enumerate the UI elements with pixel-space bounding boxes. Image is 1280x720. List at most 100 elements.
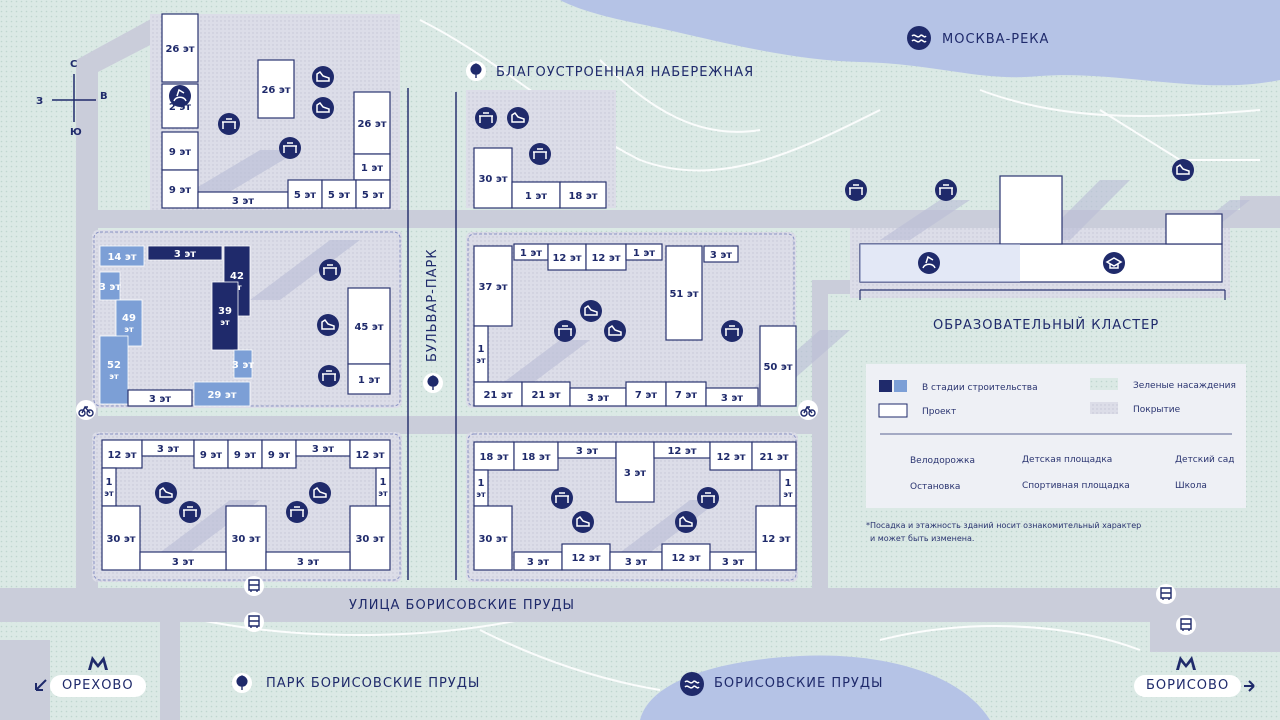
building-shape: [585, 243, 627, 271]
building-floors: 3 эт: [312, 444, 334, 455]
building-floors: 18 эт: [568, 191, 597, 202]
bike-icon: [76, 400, 96, 420]
sport-icon: [675, 511, 697, 533]
building: 3 эт: [141, 439, 195, 457]
street-label: УЛИЦА БОРИСОВСКИЕ ПРУДЫ: [349, 598, 575, 613]
building-floors: 3 эт: [576, 446, 598, 457]
building: 21 эт: [751, 441, 797, 471]
building: 26 эт: [161, 13, 199, 83]
legend-project-swatch: [878, 403, 908, 418]
building-floors: 26 эт: [357, 119, 386, 130]
building-floors: 12 эт: [671, 553, 700, 564]
building: 3 эт: [197, 191, 289, 209]
building: 5 эт: [321, 179, 357, 209]
metro-orekhovo[interactable]: ОРЕХОВО: [50, 675, 146, 697]
playground-icon: [318, 365, 340, 387]
sport-icon: [312, 66, 334, 88]
building-floors: 30 эт: [478, 534, 507, 545]
building-shape: [99, 335, 129, 405]
building-shape: [709, 551, 757, 571]
building-floors: 12 эт: [761, 534, 790, 545]
building: 3 эт: [147, 245, 223, 261]
pond-icon: [680, 672, 704, 696]
metro-icon-right: [1176, 656, 1196, 670]
legend-school: Школа: [1175, 481, 1207, 491]
bike-icon: [798, 400, 818, 420]
building: 30 эт: [473, 505, 513, 571]
building-shape: [233, 349, 253, 379]
building-shape: [559, 181, 607, 209]
building-floors: 30 эт: [106, 534, 135, 545]
building-floors: 3 эт: [99, 282, 121, 293]
building: 9 эт: [261, 439, 297, 469]
building: 9 эт: [227, 439, 263, 469]
legend-kindergarten: Детский сад: [1175, 455, 1234, 465]
building-shape: [225, 505, 267, 571]
building-shape: [705, 387, 759, 407]
building-shape: [355, 179, 391, 209]
building: 18 эт: [559, 181, 607, 209]
building-shape: [547, 243, 587, 271]
building-floors: 26 эт: [261, 85, 290, 96]
building-floors: 12 эт: [552, 253, 581, 264]
building: 26 эт: [353, 91, 391, 155]
building-floors: 30 эт: [478, 174, 507, 185]
building: 12 эт: [755, 505, 797, 571]
building: 18 эт: [473, 441, 515, 471]
building: 1 эт: [513, 243, 549, 261]
building-shape: [349, 505, 391, 571]
building-floors: 3 эт: [710, 250, 732, 261]
building: 12 эт: [561, 543, 611, 571]
building-shape: [161, 169, 199, 209]
sport-icon: [1172, 159, 1194, 181]
building-floors: 9 эт: [169, 185, 191, 196]
building-shape: [265, 551, 351, 571]
sport-icon: [580, 300, 602, 322]
playground-icon: [721, 320, 743, 342]
building: 5 эт: [355, 179, 391, 209]
building: 51 эт: [665, 245, 703, 341]
icons-layer: [76, 26, 1196, 696]
building-shape: [99, 271, 121, 301]
building-floors: 5 эт: [294, 190, 316, 201]
building-floors: 3 эт: [625, 557, 647, 568]
building: 50 эт: [759, 325, 797, 407]
legend-dark-swatch: [879, 380, 892, 392]
note-line1: *Посадка и этажность зданий носит ознако…: [866, 521, 1141, 530]
playground-icon: [697, 487, 719, 509]
legend-bus: Остановка: [910, 482, 960, 492]
playground-icon: [179, 501, 201, 523]
note-line2: и может быть изменена.: [870, 534, 974, 543]
building: 29 эт: [193, 381, 251, 407]
building-shape: [101, 439, 143, 469]
building-floors: 3 эт: [722, 557, 744, 568]
building-floors: 1 эт: [358, 375, 380, 386]
building-shape: [473, 441, 515, 471]
building-shape: [227, 439, 263, 469]
bus-icon: [1156, 584, 1176, 604]
building: 3 эт: [265, 551, 351, 571]
building-floors: 3 эт: [527, 557, 549, 568]
arrow-right-icon: [1244, 680, 1255, 692]
building-floors: 18 эт: [521, 452, 550, 463]
metro-borisovo[interactable]: БОРИСОВО: [1134, 675, 1242, 697]
building-shape: [661, 543, 711, 571]
building-shape: [513, 441, 559, 471]
building-floors: 5 эт: [328, 190, 350, 201]
building-shape: [147, 245, 223, 261]
building: 3 эт: [99, 271, 121, 301]
legend-project: Проект: [922, 407, 956, 417]
building-shape: [561, 543, 611, 571]
building: 30 эт: [473, 147, 513, 209]
building-floors: 30 эт: [231, 534, 260, 545]
edu-cluster-label: ОБРАЗОВАТЕЛЬНЫЙ КЛАСТЕР: [933, 317, 1159, 333]
sport-icon: [309, 482, 331, 504]
building: 3 эт: [295, 439, 351, 457]
building-shape: [755, 505, 797, 571]
building-floors: 1 эт: [633, 248, 655, 259]
building-floors: 51 эт: [669, 289, 698, 300]
legend-greenery-swatch: [1090, 378, 1118, 390]
